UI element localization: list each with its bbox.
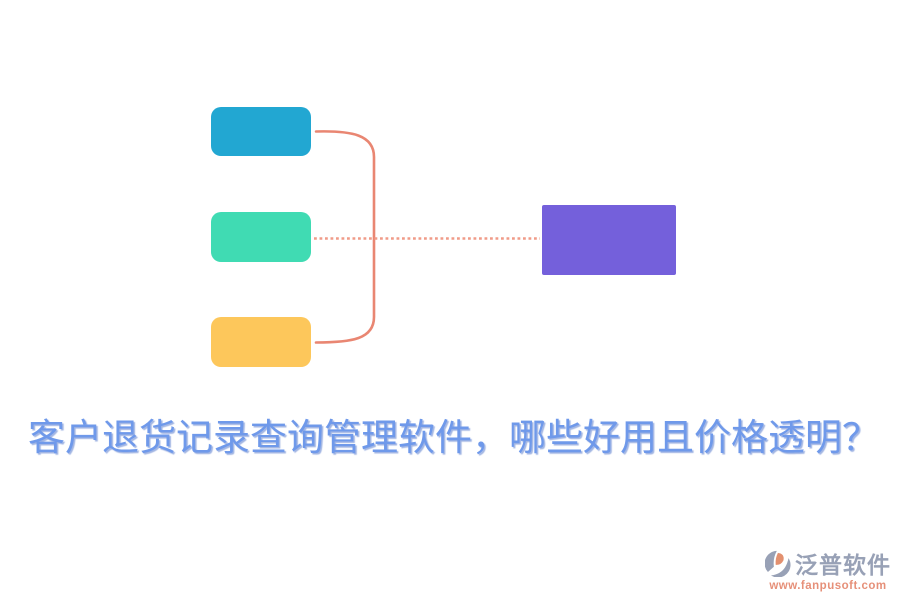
brand-logo: 泛普软件 www.fanpusoft.com — [763, 546, 893, 592]
brand-url: www.fanpusoft.com — [769, 580, 887, 592]
fanpu-logo-icon — [765, 550, 791, 577]
headline: 客户退货记录查询管理软件，哪些好用且价格透明？ — [28, 418, 879, 459]
brand-row: 泛普软件 — [763, 546, 893, 580]
flow-box-bottom — [211, 317, 311, 367]
flow-box-middle — [211, 212, 311, 262]
brand-name: 泛普软件 — [795, 553, 891, 578]
flow-box-top — [211, 107, 311, 156]
flow-box-target — [542, 205, 676, 275]
bracket-connector — [314, 130, 376, 344]
